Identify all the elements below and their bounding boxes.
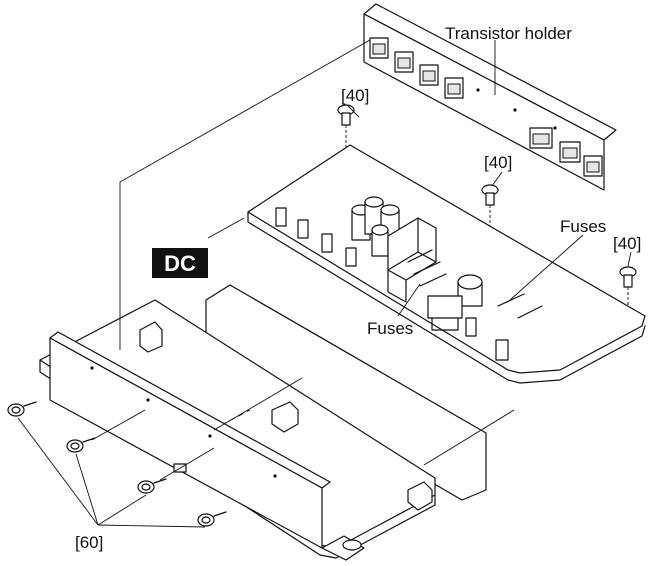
label-screw-40-right: [40]	[613, 234, 641, 253]
dc-tag-background	[152, 248, 208, 278]
screw-60-d	[197, 511, 227, 527]
regulator	[427, 295, 463, 331]
assembly-lines	[91, 39, 515, 481]
label-dc-tag: DC	[164, 251, 196, 276]
fuses-right-group	[497, 293, 543, 319]
transistor-row-upper	[369, 37, 464, 99]
screw-60-c	[137, 478, 167, 494]
label-fuses-center: Fuses	[367, 319, 413, 338]
capacitors	[351, 196, 483, 307]
transistor-row-lower	[529, 127, 603, 177]
front-panel	[49, 331, 331, 549]
label-screw-60: [60]	[75, 533, 103, 552]
bottom-chassis	[39, 299, 436, 561]
heatsink-bracket	[387, 217, 437, 303]
label-screw-40-left: [40]	[341, 86, 369, 105]
transistor-holder	[363, 3, 617, 191]
screw-60-a	[7, 401, 37, 417]
leader-lines	[17, 40, 632, 528]
label-fuses-right: Fuses	[560, 217, 606, 236]
board-terminals	[275, 207, 509, 361]
label-transistor-holder: Transistor holder	[445, 24, 572, 43]
dc-circuit-board	[247, 144, 646, 384]
fuses-center-group	[407, 249, 447, 287]
label-screw-40-middle: [40]	[484, 153, 512, 172]
screw-60-b	[66, 437, 96, 453]
